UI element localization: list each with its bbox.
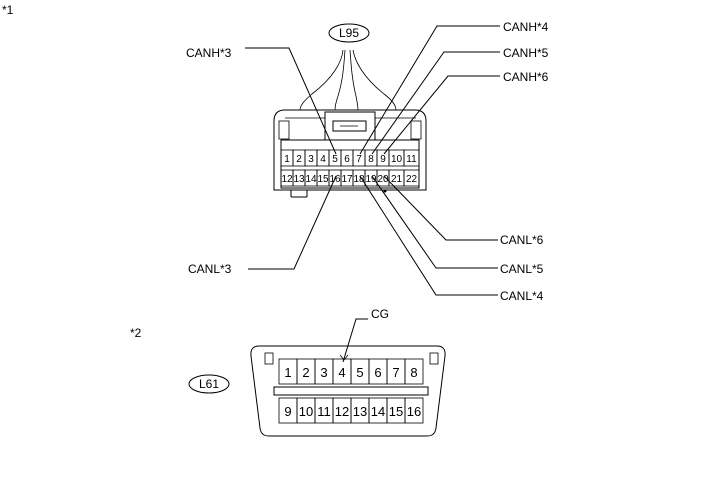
pin: 12 <box>281 174 293 185</box>
pin: 13 <box>353 404 367 419</box>
pin: 2 <box>302 365 309 380</box>
pin: 2 <box>296 154 302 165</box>
callout-canh3: CANH*3 <box>186 46 232 60</box>
pin: 21 <box>391 174 403 185</box>
connector-id-label: L95 <box>339 26 359 40</box>
pin: 8 <box>368 154 374 165</box>
slot-left <box>264 352 274 365</box>
divider-bar <box>273 386 429 396</box>
callout-canl4: CANL*4 <box>500 289 544 303</box>
key-right <box>410 120 422 140</box>
pin: 9 <box>380 154 386 165</box>
pin: 14 <box>371 404 385 419</box>
connector-id-label: L61 <box>199 377 219 391</box>
connector-id-oval <box>188 374 230 394</box>
key-left <box>278 120 290 140</box>
pin: 20 <box>377 174 389 185</box>
pin: 7 <box>356 154 362 165</box>
dlc-pin-row-1: 1 2 3 4 5 6 7 8 <box>278 358 424 385</box>
pin: 7 <box>392 365 399 380</box>
pin: 22 <box>406 174 418 185</box>
lock-tab <box>332 120 367 132</box>
pin: 3 <box>320 365 327 380</box>
pin: 8 <box>410 365 417 380</box>
pin: 12 <box>335 404 349 419</box>
pin: 1 <box>284 365 291 380</box>
dlc-housing <box>250 345 446 437</box>
pin: 17 <box>341 174 353 185</box>
leader-canl3 <box>248 175 337 270</box>
pin-row-2: 12 13 14 15 16 17 18 19 20 21 22 <box>280 169 420 187</box>
pin: 18 <box>353 174 365 185</box>
pin: 6 <box>344 154 350 165</box>
leader-canl6 <box>383 175 498 241</box>
callout-cg: CG <box>371 307 389 321</box>
pin: 4 <box>320 154 326 165</box>
pin: 10 <box>299 404 313 419</box>
connector-id-oval <box>328 23 370 43</box>
leader-canl4 <box>359 175 498 296</box>
connector-l61: L61 1 2 3 4 5 6 7 8 9 10 11 12 13 14 1 <box>188 307 446 437</box>
pin: 5 <box>332 154 338 165</box>
callout-canh5: CANH*5 <box>503 46 549 60</box>
connector-l95: L95 1 2 3 4 5 6 7 8 9 10 1 <box>186 20 549 303</box>
pin: 5 <box>356 365 363 380</box>
pin: 1 <box>284 154 290 165</box>
callout-canh4: CANH*4 <box>503 20 549 34</box>
leader-canh4 <box>359 25 500 155</box>
leader-canh3 <box>245 47 337 155</box>
leader-canh5 <box>371 51 500 155</box>
callout-canl6: CANL*6 <box>500 233 544 247</box>
pin: 11 <box>406 154 417 165</box>
pin: 11 <box>317 404 331 419</box>
pin: 10 <box>391 154 403 165</box>
pin: 4 <box>338 365 345 380</box>
pin: 14 <box>305 174 317 185</box>
pin-row-1: 1 2 3 4 5 6 7 8 9 10 11 <box>280 149 420 167</box>
callout-canh6: CANH*6 <box>503 70 549 84</box>
pin: 9 <box>284 404 291 419</box>
pin: 15 <box>389 404 403 419</box>
slot-right <box>429 352 439 365</box>
pin: 15 <box>317 174 329 185</box>
leader-canl5 <box>371 175 498 269</box>
callout-canl5: CANL*5 <box>500 262 544 276</box>
dlc-pin-row-2: 9 10 11 12 13 14 15 16 <box>278 397 424 424</box>
figure-mark-1: *1 <box>2 3 14 17</box>
pin: 6 <box>374 365 381 380</box>
pin: 16 <box>329 174 341 185</box>
leader-canh6 <box>383 75 500 155</box>
leader-cg <box>342 318 368 363</box>
pin: 13 <box>293 174 305 185</box>
pin: 19 <box>365 174 377 185</box>
callout-canl3: CANL*3 <box>188 262 232 276</box>
wire-bundle <box>299 49 397 111</box>
pin: 3 <box>308 154 314 165</box>
figure-mark-2: *2 <box>130 326 142 340</box>
pin: 16 <box>407 404 421 419</box>
